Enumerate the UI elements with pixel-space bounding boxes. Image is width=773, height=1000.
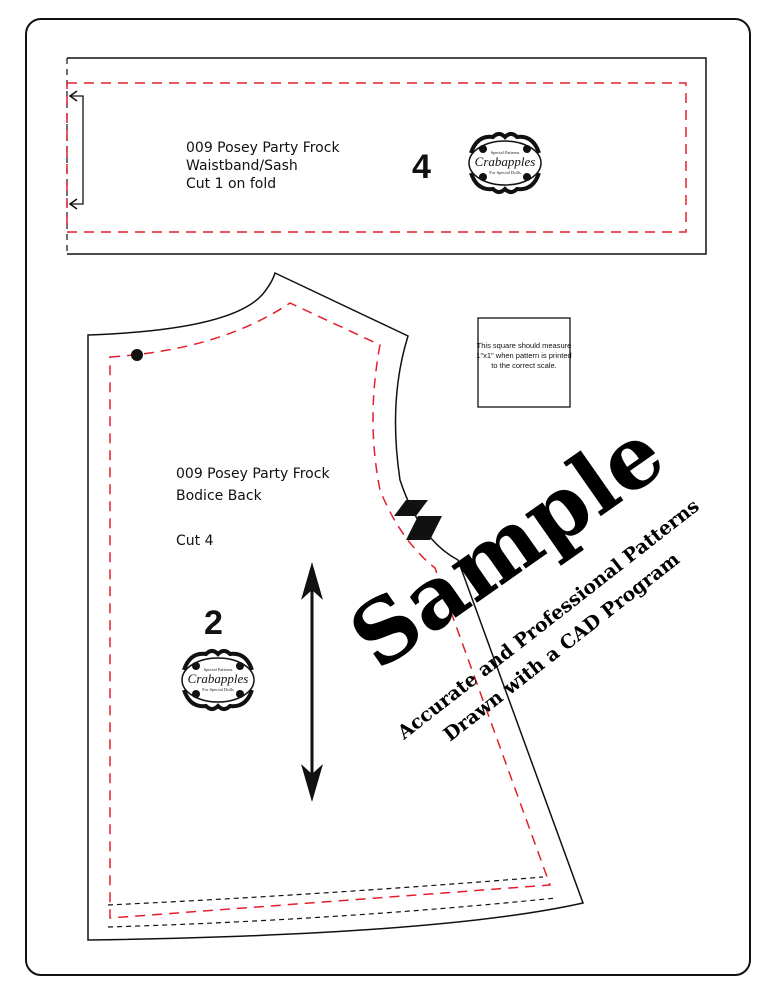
crabapples-logo: Special Patterns Crabapples For Special … xyxy=(180,649,256,711)
waistband-piece: 009 Posey Party Frock Waistband/Sash Cut… xyxy=(66,57,707,255)
double-notch-icon xyxy=(394,500,442,540)
fold-bracket-arrow-icon xyxy=(68,90,84,210)
waistband-label-2: Waistband/Sash xyxy=(186,158,298,174)
svg-text:Special Patterns: Special Patterns xyxy=(204,667,233,672)
grainline-arrow-icon xyxy=(301,562,323,802)
scale-text-1: This square should measure xyxy=(477,341,572,350)
dot-marker-icon xyxy=(131,349,143,361)
cut-line xyxy=(67,57,707,255)
svg-text:Special Patterns: Special Patterns xyxy=(491,150,520,155)
pattern-page-border xyxy=(25,18,751,976)
sample-watermark: Sample Accurate and Professional Pattern… xyxy=(332,402,703,746)
svg-text:For Special Dolls: For Special Dolls xyxy=(202,687,234,692)
scale-text-2: 1"x1" when pattern is printed xyxy=(476,351,571,360)
waistband-label-1: 009 Posey Party Frock xyxy=(186,140,340,156)
bodice-label-2: Bodice Back xyxy=(176,488,263,504)
cut-line xyxy=(87,271,584,941)
scale-text-3: to the correct scale. xyxy=(491,361,556,370)
crabapples-logo: Special Patterns Crabapples For Special … xyxy=(467,132,543,194)
bodice-back-piece: 009 Posey Party Frock Bodice Back Cut 4 … xyxy=(87,271,584,941)
seam-line xyxy=(66,82,687,233)
scale-square: This square should measure 1"x1" when pa… xyxy=(476,317,572,408)
hem-line xyxy=(107,897,557,928)
bodice-label-1: 009 Posey Party Frock xyxy=(176,466,330,482)
bodice-cut-label: Cut 4 xyxy=(176,533,214,549)
waistband-label-3: Cut 1 on fold xyxy=(186,176,276,192)
svg-text:Crabapples: Crabapples xyxy=(475,154,536,169)
svg-text:For Special Dolls: For Special Dolls xyxy=(489,170,521,175)
svg-text:Crabapples: Crabapples xyxy=(188,671,249,686)
hem-line xyxy=(107,876,544,906)
piece-number: 4 xyxy=(412,148,431,186)
piece-number: 2 xyxy=(204,604,223,642)
seam-line xyxy=(109,302,552,919)
